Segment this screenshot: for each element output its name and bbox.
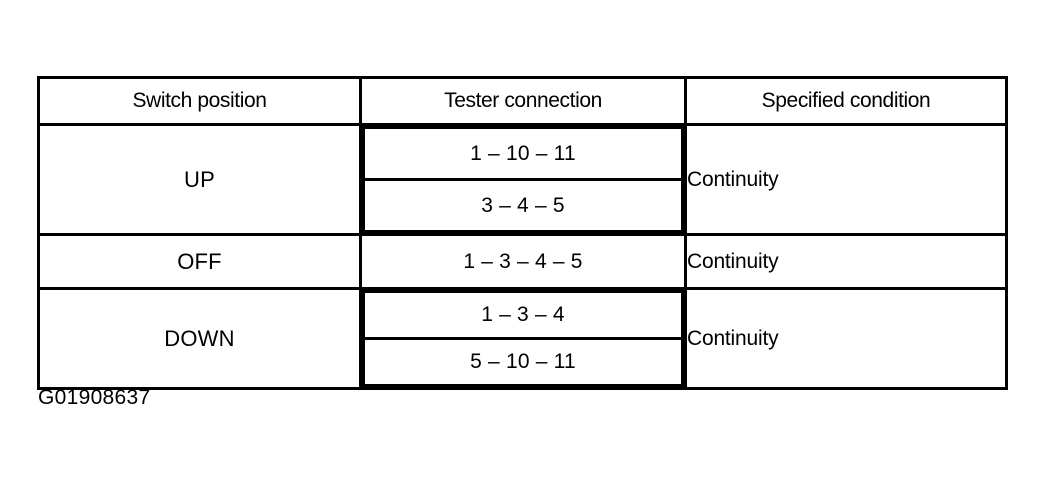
tester-connection-sublist-down: 1 – 3 – 4 5 – 10 – 11 — [362, 290, 684, 387]
cell-specified-condition-down: Continuity — [684, 287, 1008, 390]
cell-specified-condition-off: Continuity — [684, 233, 1008, 290]
tester-connection-value: 1 – 3 – 4 — [362, 290, 684, 340]
column-header-specified-condition: Specified condition — [684, 76, 1008, 126]
tester-connection-value: 3 – 4 – 5 — [362, 178, 684, 233]
cell-tester-connection-down: 1 – 3 – 4 5 – 10 – 11 — [359, 287, 687, 390]
column-header-tester-connection: Tester connection — [359, 76, 687, 126]
switch-continuity-table: Switch position Tester connection Specif… — [37, 76, 1008, 390]
table-row: OFF 1 – 3 – 4 – 5 Continuity — [37, 233, 1008, 290]
cell-switch-position-up: UP — [37, 123, 362, 236]
cell-specified-condition-up: Continuity — [684, 123, 1008, 236]
cell-switch-position-down: DOWN — [37, 287, 362, 390]
tester-connection-subrow: 5 – 10 – 11 — [362, 337, 684, 387]
table-header: Switch position Tester connection Specif… — [37, 76, 1008, 126]
tester-connection-value: 1 – 10 – 11 — [362, 126, 684, 181]
tester-connection-subrow: 3 – 4 – 5 — [362, 178, 684, 233]
table-row: UP 1 – 10 – 11 3 – 4 – 5 Continuity — [37, 123, 1008, 236]
cell-tester-connection-up: 1 – 10 – 11 3 – 4 – 5 — [359, 123, 687, 236]
tester-connection-subrow: 1 – 10 – 11 — [362, 126, 684, 181]
table-header-row: Switch position Tester connection Specif… — [37, 76, 1008, 126]
tester-connection-subrow: 1 – 3 – 4 — [362, 290, 684, 340]
tester-connection-sublist-up: 1 – 10 – 11 3 – 4 – 5 — [362, 126, 684, 233]
table-row: DOWN 1 – 3 – 4 5 – 10 – 11 Continuity — [37, 287, 1008, 390]
table-body: UP 1 – 10 – 11 3 – 4 – 5 Continuity OFF — [37, 123, 1008, 390]
tester-connection-value: 5 – 10 – 11 — [362, 337, 684, 387]
cell-tester-connection-off: 1 – 3 – 4 – 5 — [359, 233, 687, 290]
figure-caption: G01908637 — [38, 386, 151, 409]
column-header-switch-position: Switch position — [37, 76, 362, 126]
cell-switch-position-off: OFF — [37, 233, 362, 290]
